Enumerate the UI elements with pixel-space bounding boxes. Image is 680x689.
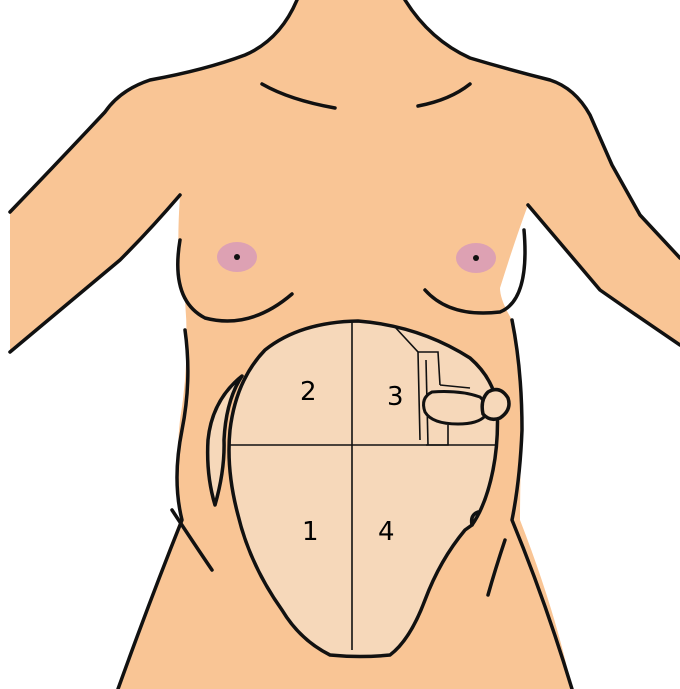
right-nipple	[473, 255, 479, 261]
fetal-part-bulge	[482, 390, 509, 420]
quadrant-3-label: 3	[387, 382, 404, 412]
quadrant-2-label: 2	[300, 377, 317, 407]
left-nipple	[234, 254, 240, 260]
quadrant-4-label: 4	[378, 517, 395, 547]
fetal-limb-bump	[424, 392, 486, 424]
quadrant-1-label: 1	[302, 517, 319, 547]
